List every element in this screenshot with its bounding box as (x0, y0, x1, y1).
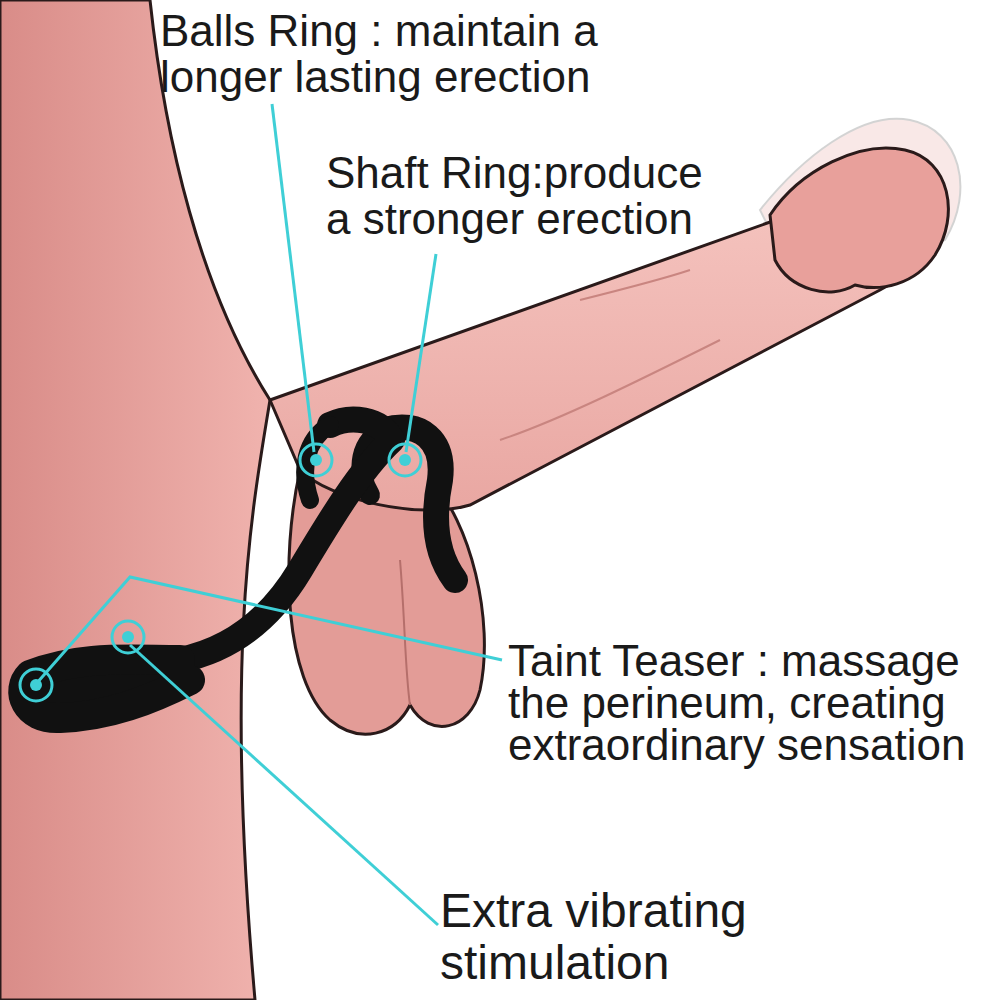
callout-dots (20, 444, 421, 701)
body-outline (0, 0, 270, 1000)
callout-label: Taint Teaser : massage the perineum, cre… (508, 640, 988, 766)
glans (770, 148, 948, 292)
callout-label: Balls Ring : maintain a longer lasting e… (160, 8, 640, 100)
scrotum-seam (400, 560, 410, 705)
vein (580, 270, 690, 300)
ring-device (23, 420, 455, 719)
callout-label: Shaft Ring:produce a stronger erection (326, 150, 724, 242)
callout-label: Extra vibrating stimulation (440, 885, 800, 989)
vein (500, 340, 720, 440)
